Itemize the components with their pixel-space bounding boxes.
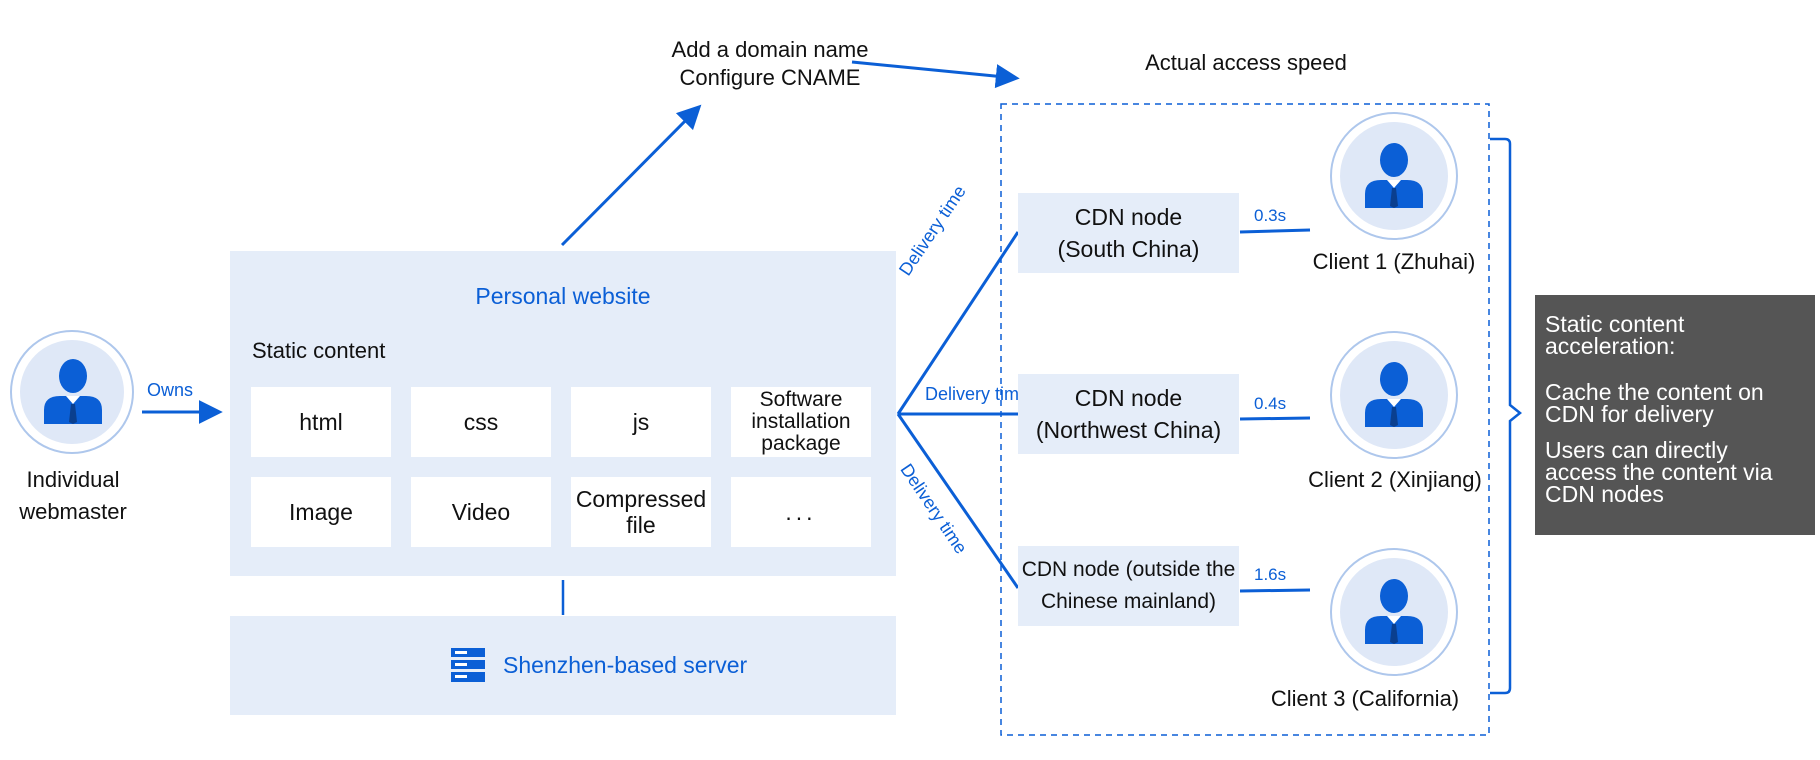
webmaster-avatar bbox=[10, 330, 134, 454]
tile-image: Image bbox=[251, 477, 391, 547]
delivery-line-3 bbox=[896, 413, 1020, 589]
cdn-node-south-china: CDN node(South China) bbox=[1018, 193, 1239, 273]
server-label: Shenzhen-based server bbox=[503, 652, 748, 678]
client-link-1 bbox=[1239, 228, 1311, 234]
latency-3: 1.6s bbox=[1254, 565, 1287, 584]
speed-title: Actual access speed bbox=[1145, 50, 1347, 75]
cname-arrow bbox=[851, 60, 1020, 89]
domain-arrow bbox=[560, 104, 702, 247]
server-panel bbox=[230, 616, 896, 715]
client-link-3 bbox=[1239, 588, 1311, 593]
client-1-avatar bbox=[1330, 112, 1458, 240]
note-direct-access: Users can directly access the content vi… bbox=[1545, 437, 1773, 507]
tile-compressed-file: Compressed file bbox=[571, 477, 711, 547]
client-1-label: Client 1 (Zhuhai) bbox=[1312, 249, 1476, 274]
tile-more: ... bbox=[731, 477, 871, 547]
webmaster-label: Individual webmaster bbox=[19, 467, 127, 524]
user-icon bbox=[1365, 362, 1423, 427]
client-2-label: Client 2 (Xinjiang) bbox=[1308, 467, 1482, 492]
owns-label: Owns bbox=[147, 380, 194, 400]
user-icon bbox=[44, 359, 102, 424]
tile-video: Video bbox=[411, 477, 551, 547]
client-link-2 bbox=[1239, 416, 1311, 421]
delivery-label-2: Delivery time bbox=[925, 384, 1030, 404]
website-title: Personal website bbox=[475, 283, 651, 309]
cdn-region bbox=[1000, 103, 1490, 736]
tile-css: css bbox=[411, 387, 551, 457]
acceleration-note: Static content acceleration: Cache the c… bbox=[1535, 295, 1815, 535]
tile-software-package: Software installation package bbox=[731, 387, 871, 457]
latency-1: 0.3s bbox=[1254, 206, 1287, 225]
client-2-avatar bbox=[1330, 331, 1458, 459]
client-brace bbox=[1490, 137, 1523, 695]
cdn-node-northwest-china: CDN node(Northwest China) bbox=[1018, 374, 1239, 454]
tile-html: html bbox=[251, 387, 391, 457]
note-heading: Static content acceleration: bbox=[1545, 311, 1685, 359]
delivery-line-1 bbox=[896, 231, 1020, 415]
client-3-avatar bbox=[1330, 548, 1458, 676]
client-3-label: Client 3 (California) bbox=[1270, 686, 1460, 711]
static-content-label: Static content bbox=[252, 338, 386, 363]
user-icon bbox=[1365, 579, 1423, 644]
user-icon bbox=[1365, 143, 1423, 208]
server-icon bbox=[451, 648, 485, 682]
latency-2: 0.4s bbox=[1254, 394, 1287, 413]
tile-js: js bbox=[571, 387, 711, 457]
domain-step-label: Add a domain name Configure CNAME bbox=[671, 37, 869, 90]
note-cache: Cache the content on CDN for delivery bbox=[1545, 379, 1764, 427]
